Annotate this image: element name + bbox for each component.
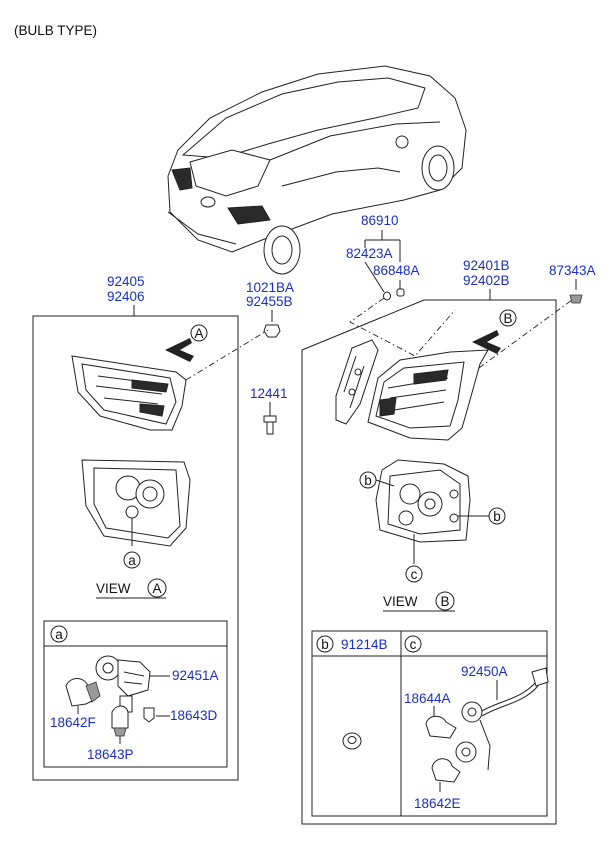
right-lamp-box [301,299,557,825]
bulb-18642F [65,678,101,707]
socket-assembly-a [95,655,151,713]
leader-clips [364,261,401,293]
label-86848A: 86848A [373,263,420,278]
callout-c-letter: c [411,567,418,582]
label-12441: 12441 [250,386,288,401]
label-92405: 92405 [107,274,145,289]
detail-c-callout [404,635,422,653]
label-92402B: 92402B [463,273,510,288]
label-18644A: 18644A [404,691,451,706]
callout-b-left-letter: b [364,473,372,488]
inner-lamp-rear [81,459,191,547]
grommet-91214B [342,732,362,750]
detail-a-callout [50,625,68,643]
clip-87343A [569,294,583,304]
callout-b-right-letter: b [493,509,501,524]
clip-82423A [383,291,391,301]
view-b-word: VIEW [383,594,418,609]
dash-lamp-a-to-nut [185,329,269,381]
label-18643P: 18643P [87,747,134,762]
label-86910: 86910 [361,213,399,228]
label-18642E: 18642E [414,796,461,811]
dash-clips-to-lamp [349,297,456,357]
dash-lamp-b-to-clip [467,299,573,377]
view-a-callout-top [190,324,208,342]
left-lamp-box [32,315,239,781]
bulb-18643D [143,707,155,723]
detail-b-callout-letter: b [321,637,329,652]
label-92450A: 92450A [461,664,508,679]
view-a-circle-letter: A [152,581,161,596]
view-b-circle [435,591,455,611]
view-a-circle [147,578,167,598]
bulb-18644A [425,715,457,739]
car-illustration [167,65,467,275]
view-b-callout-top-letter: B [503,311,512,326]
bulb-18642E [431,758,461,783]
socket-wiring-92450A [455,667,549,771]
label-82423A: 82423A [346,246,393,261]
detail-a-callout-letter: a [55,627,63,642]
view-b-circle-letter: B [440,594,449,609]
callout-c [405,565,423,583]
view-b-arrow [472,330,501,354]
outer-lamp-rear [375,459,471,564]
detail-c-callout-letter: c [410,637,417,652]
view-b-callout-top [499,309,517,327]
label-92455B: 92455B [246,294,293,309]
label-91214B: 91214B [341,637,388,652]
detail-box-a [43,620,228,768]
lamp-bracket [335,339,379,425]
inner-tail-lamp [71,355,187,431]
label-92401B: 92401B [463,258,510,273]
outer-tail-lamp [367,349,489,441]
leader-86910 [364,230,401,262]
view-a-arrow [165,338,194,362]
clip-86848A [396,288,405,297]
diagram-title: (BULB TYPE) [14,23,97,38]
callout-a-left [123,551,141,569]
label-18642F: 18642F [50,715,96,730]
label-18643D: 18643D [170,708,218,723]
callout-a-left-letter: a [128,553,136,568]
leader-b-left [375,479,395,487]
detail-box-bc [311,630,548,817]
view-a-callout-top-letter: A [194,326,203,341]
screw-12441 [263,415,277,435]
view-a-word: VIEW [96,581,131,596]
label-1021BA: 1021BA [246,280,294,295]
detail-b-callout [316,635,334,653]
nut-1021BA [263,324,281,338]
label-87343A: 87343A [549,263,596,278]
label-92451A: 92451A [172,668,219,683]
label-92406: 92406 [107,289,145,304]
bulb-18643P [111,705,129,737]
